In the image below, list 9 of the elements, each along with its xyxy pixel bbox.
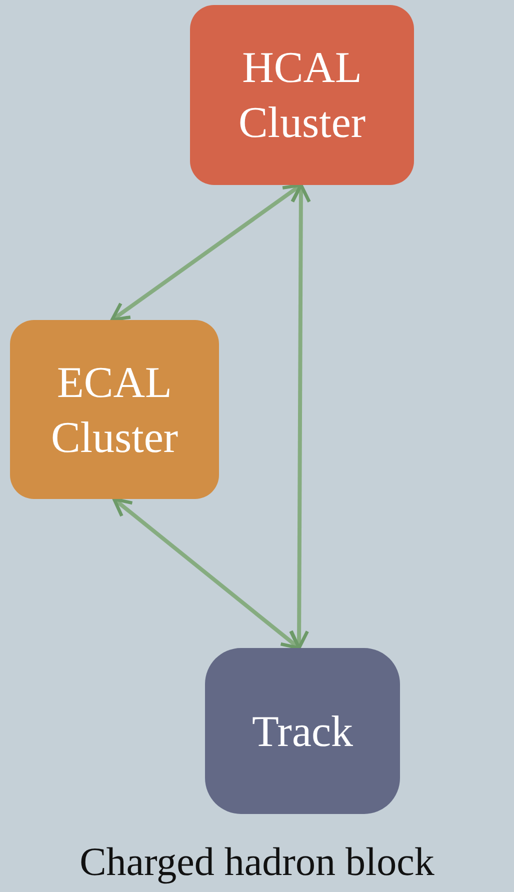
- caption: Charged hadron block: [78, 838, 436, 885]
- node-label: HCAL Cluster: [237, 42, 367, 149]
- rounded-box: [10, 320, 219, 499]
- double-headed-arrow: [289, 183, 311, 650]
- node-label: Track: [250, 706, 354, 758]
- node-label: ECAL Cluster: [50, 356, 180, 464]
- rounded-box: [190, 5, 414, 185]
- rounded-box: [205, 648, 400, 814]
- double-headed-arrow: [112, 497, 301, 650]
